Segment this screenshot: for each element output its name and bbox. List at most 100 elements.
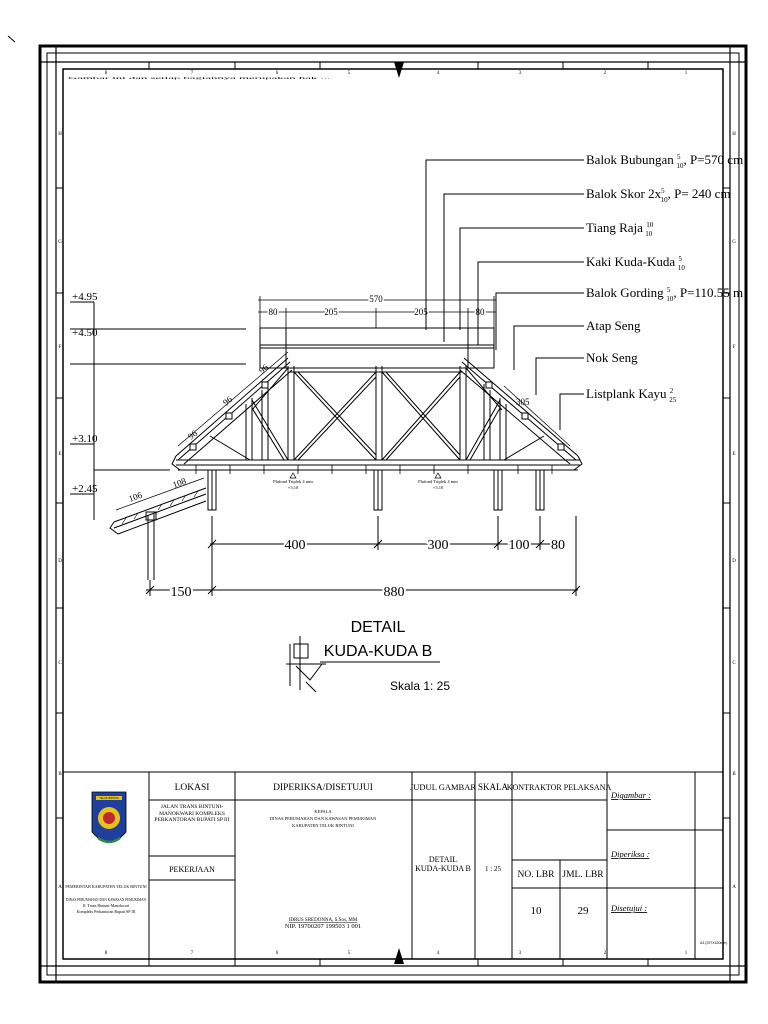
judul-header: JUDUL GAMBAR: [410, 782, 476, 792]
disetujui-label: Disetujui :: [610, 903, 647, 913]
digambar-label: Digambar :: [610, 790, 651, 800]
callout-leaders: [425, 159, 584, 430]
official-nip: NIP. 19700207 199503 1 001: [285, 923, 361, 930]
dim-bottom: 300: [428, 538, 449, 553]
plafond-level: +3.10: [433, 485, 444, 490]
lokasi-value: JALAN TRANS BINTUNI-MANOKWARI KOMPLEKS P…: [154, 804, 230, 823]
owner-address: Jl. Trans Bintuni-Manokwari: [83, 903, 130, 908]
diperiksa-label: Diperiksa :: [610, 849, 650, 859]
corner-tick: [7, 35, 16, 43]
col-label-bottom: 7: [191, 951, 194, 956]
dim-bottom: 880: [384, 585, 405, 600]
level-marker: [434, 472, 442, 479]
dim-bottom: 150: [171, 585, 192, 600]
row-label-left: E: [58, 452, 61, 457]
row-label-right: G: [732, 240, 736, 245]
lokasi-header: LOKASI: [175, 783, 210, 793]
col-label-bottom: 5: [348, 951, 351, 956]
row-label-right: E: [732, 452, 735, 457]
no-lbr-value: 10: [531, 905, 543, 917]
dim-slope: 96: [186, 428, 200, 442]
judul-value: KUDA-KUDA B: [415, 864, 471, 873]
col-label-top: 1: [685, 71, 688, 76]
sheet-code: A3 (297X420mm): [700, 941, 727, 945]
row-label-right: B: [732, 772, 736, 777]
col-label-top: 3: [519, 71, 522, 76]
drawing-scale: Skala 1: 25: [390, 679, 450, 693]
callout-atap-seng: Atap Seng: [586, 318, 641, 333]
col-label-top: 2: [604, 71, 607, 76]
slope-dim-lines: [115, 351, 571, 511]
col-label-bottom: 3: [519, 951, 522, 956]
drawing-title-line2: KUDA-KUDA B: [324, 643, 432, 660]
dim-slope: 108: [171, 476, 188, 490]
border-row-ticks: [56, 187, 730, 819]
pekerjaan-header: PEKERJAAN: [169, 865, 215, 874]
row-label-left: F: [59, 345, 62, 350]
bottom-dimension-lines: [145, 516, 581, 596]
col-label-bottom: 1: [685, 951, 688, 956]
diperiksa-header: DIPERIKSA/DISETUJUI: [273, 783, 373, 793]
level-marker: [289, 472, 297, 479]
owner-dept: DINAS PERUMAHAN DAN KAWASAN PEMUKIMAN: [66, 897, 146, 902]
row-label-left: D: [58, 559, 62, 564]
plafond-label: Plafond Triplek 4 mm: [273, 479, 313, 484]
centre-mark-bottom: [394, 948, 404, 964]
dim-slope: 106: [127, 490, 144, 504]
sheet-border: [38, 44, 748, 984]
elevation-label: +4.95: [72, 291, 98, 303]
skala-value: 1 : 25: [485, 865, 501, 873]
col-label-bottom: 2: [604, 951, 607, 956]
owner-address: Kompleks Perkantoran Bupati SP III: [77, 909, 136, 914]
centre-mark-top: [394, 62, 404, 78]
elevation-label: +3.10: [72, 433, 98, 445]
no-lbr-header: NO. LBR: [518, 870, 556, 880]
row-label-left: H: [58, 132, 62, 137]
drawing-title-line1: DETAIL: [351, 619, 406, 636]
row-label-right: C: [732, 661, 736, 666]
plafond-label: Plafond Triplek 4 mm: [418, 479, 458, 484]
top-note: Gambar ini dan setiap bagiannya merupaka…: [68, 76, 331, 80]
col-label-top: 5: [348, 71, 351, 76]
jml-lbr-value: 29: [578, 905, 590, 917]
row-label-right: A: [732, 885, 736, 890]
dim-top-segment: 80: [269, 307, 279, 317]
lokasi-value-box: JALAN TRANS BINTUNI-MANOKWARI KOMPLEKS P…: [154, 804, 230, 823]
dim-slope: 305: [516, 397, 530, 407]
col-label-bottom: 8: [105, 951, 108, 956]
col-label-top: 6: [276, 71, 279, 76]
row-label-left: G: [58, 240, 62, 245]
dim-top-segment: 205: [324, 307, 338, 317]
row-label-left: A: [58, 885, 62, 890]
row-label-left: C: [58, 661, 62, 666]
official-name: IDRUS SREDONNA, S.Sos, MM: [289, 918, 358, 923]
elevation-label: +2.45: [72, 483, 98, 495]
callout-nok-seng: Nok Seng: [586, 350, 638, 365]
col-label-bottom: 4: [437, 951, 440, 956]
row-label-right: F: [733, 345, 736, 350]
kontraktor-header: KONTRAKTOR PELAKSANA: [507, 783, 612, 792]
owner-name: PEMERINTAH KABUPATEN TELUK BINTUNI: [65, 884, 147, 889]
skala-header: SKALA: [478, 782, 509, 792]
dim-slope: 96: [221, 394, 235, 408]
logo-caption: TELUK BINTUNI: [99, 796, 119, 800]
row-label-left: B: [58, 772, 62, 777]
row-label-right: H: [732, 132, 736, 137]
kepala-label: KEPALA: [314, 809, 332, 814]
col-label-top: 4: [437, 71, 440, 76]
elevation-lines: [70, 301, 246, 520]
plafond-level: +3.10: [288, 485, 299, 490]
judul-value: DETAIL: [429, 855, 457, 864]
dim-top-segment: 80: [476, 307, 486, 317]
col-label-bottom: 6: [276, 951, 279, 956]
regency-logo: TELUK BINTUNI: [91, 791, 127, 844]
dim-bottom: 400: [285, 538, 306, 553]
kepala-kab: KABUPATEN TELUK BINTUNI: [292, 823, 354, 828]
